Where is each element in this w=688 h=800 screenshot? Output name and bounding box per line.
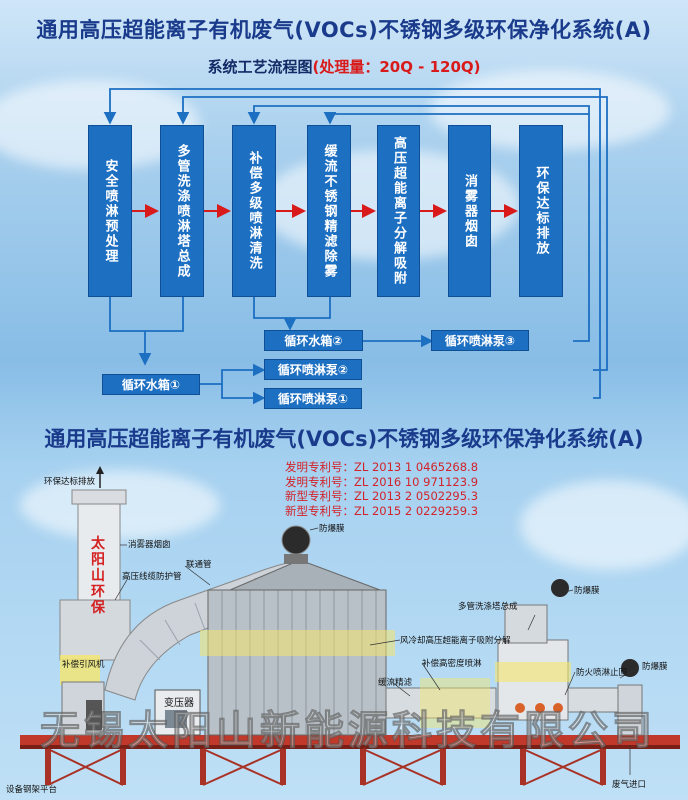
slow-filter-duct <box>385 687 497 719</box>
pump-3: 循环喷淋泵③ <box>431 330 529 351</box>
label-link-pipe: 联通管 <box>186 560 212 570</box>
section2-title: 通用高压超能离子有机废气(VOCs)不锈钢多级环保净化系统(A) <box>44 427 644 451</box>
stage-ion-decompose: 高压超能离子分解吸附 <box>377 125 420 297</box>
flow-subtitle: 系统工艺流程图(处理量：20Q - 120Q) <box>0 56 688 77</box>
subtitle-capacity: (处理量：20Q - 120Q) <box>312 58 481 76</box>
tank-1: 循环水箱① <box>102 374 200 395</box>
label-explosion-3: 防爆膜 <box>642 662 668 672</box>
label-fire-valve: 防火喷淋止回 <box>576 668 628 678</box>
subtitle-prefix: 系统工艺流程图 <box>207 58 313 76</box>
explosion-membrane-1 <box>281 525 311 555</box>
stage-multi-tube-tower: 多管洗涤喷淋塔总成 <box>160 125 204 297</box>
ion-reactor <box>207 589 387 736</box>
label-fan: 补偿引风机 <box>62 660 105 670</box>
label-mist-chimney: 消雾器烟囱 <box>128 540 171 550</box>
company-watermark: 无锡太阳山新能源科技有限公司 <box>40 708 656 755</box>
stage-emission: 环保达标排放 <box>519 125 563 297</box>
pump-2: 循环喷淋泵② <box>264 359 362 380</box>
cloud <box>520 480 688 570</box>
pump-1: 循环喷淋泵① <box>264 388 362 409</box>
patent-line: 新型专利号：ZL 2013 2 0502295.3 <box>285 489 479 503</box>
label-exhaust: 环保达标排放 <box>44 477 96 487</box>
patent-line: 新型专利号：ZL 2015 2 0229259.3 <box>285 503 479 518</box>
stack-brand-text: 太阳山环保 <box>91 536 105 616</box>
gas-inlet <box>617 684 643 736</box>
label-air-cooled: 风冷却高压超能离子吸附分解 <box>400 636 511 646</box>
flow-lines <box>103 88 608 405</box>
explosion-membrane-2 <box>551 579 569 597</box>
label-explosion-1: 防爆膜 <box>319 524 345 534</box>
page-title: 通用高压超能离子有机废气(VOCs)不锈钢多级环保净化系统(A) <box>36 18 652 42</box>
label-explosion-2: 防爆膜 <box>574 586 600 596</box>
stage-pre-spray: 安全喷淋预处理 <box>88 125 132 297</box>
patent-line: 发明专利号：ZL 2013 1 0465268.8 <box>285 460 479 474</box>
platform-beam <box>20 735 680 745</box>
stage-mist-chimney: 消雾器烟囱 <box>448 125 491 297</box>
label-inlet: 废气进口 <box>612 780 647 790</box>
label-transformer: 变压器 <box>164 698 194 709</box>
label-compensate: 补偿高密度喷淋 <box>422 659 482 669</box>
label-hv-pipe: 高压线缆防护管 <box>122 572 182 582</box>
stage-fine-filter: 缓流不锈钢精滤除雾 <box>307 125 351 297</box>
label-platform: 设备钢架平台 <box>6 785 58 795</box>
patent-line: 发明专利号：ZL 2016 10 971123.9 <box>285 474 479 489</box>
tank-2: 循环水箱② <box>264 330 363 351</box>
label-multi-tube: 多管洗涤塔总成 <box>458 602 518 612</box>
explosion-membrane-3 <box>621 659 639 677</box>
label-slow-filter: 缓流精滤 <box>378 678 413 688</box>
stage-compensate-wash: 补偿多级喷淋清洗 <box>232 125 276 297</box>
